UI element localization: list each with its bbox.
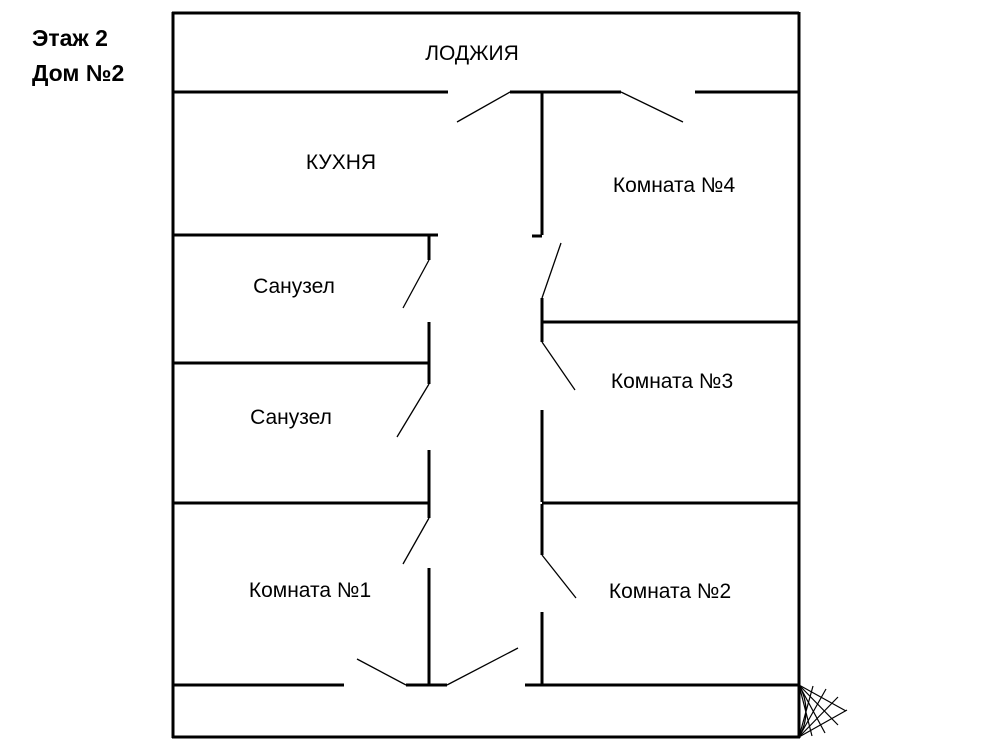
door-bathroom-lower <box>396 383 430 438</box>
door-loggia-kitchen <box>456 91 511 123</box>
interior-walls <box>173 90 799 687</box>
door-bathroom-upper <box>402 259 430 309</box>
door-room-1 <box>402 517 430 565</box>
room-label-room-4: Комната №4 <box>613 174 736 197</box>
door-room-3 <box>541 341 576 391</box>
floor-caption: Этаж 2 <box>32 25 108 51</box>
door-room-1-bottom <box>356 658 407 686</box>
door-corridor-bottom <box>446 647 519 686</box>
door-room-4 <box>541 242 562 299</box>
outer-walls <box>171 11 801 739</box>
house-caption: Дом №2 <box>32 60 125 86</box>
room-label-loggia: ЛОДЖИЯ <box>425 42 519 65</box>
staircase-icon <box>798 684 848 738</box>
doors <box>356 91 684 686</box>
door-loggia-room-4 <box>620 91 684 123</box>
room-label-room-2: Комната №2 <box>609 580 731 603</box>
door-room-2 <box>541 554 577 599</box>
room-label-bathroom-upper: Санузел <box>253 275 335 298</box>
room-label-room-3: Комната №3 <box>611 370 733 393</box>
room-label-kitchen: КУХНЯ <box>306 151 376 174</box>
room-label-room-1: Комната №1 <box>249 579 371 602</box>
room-label-bathroom-lower: Санузел <box>250 406 332 429</box>
